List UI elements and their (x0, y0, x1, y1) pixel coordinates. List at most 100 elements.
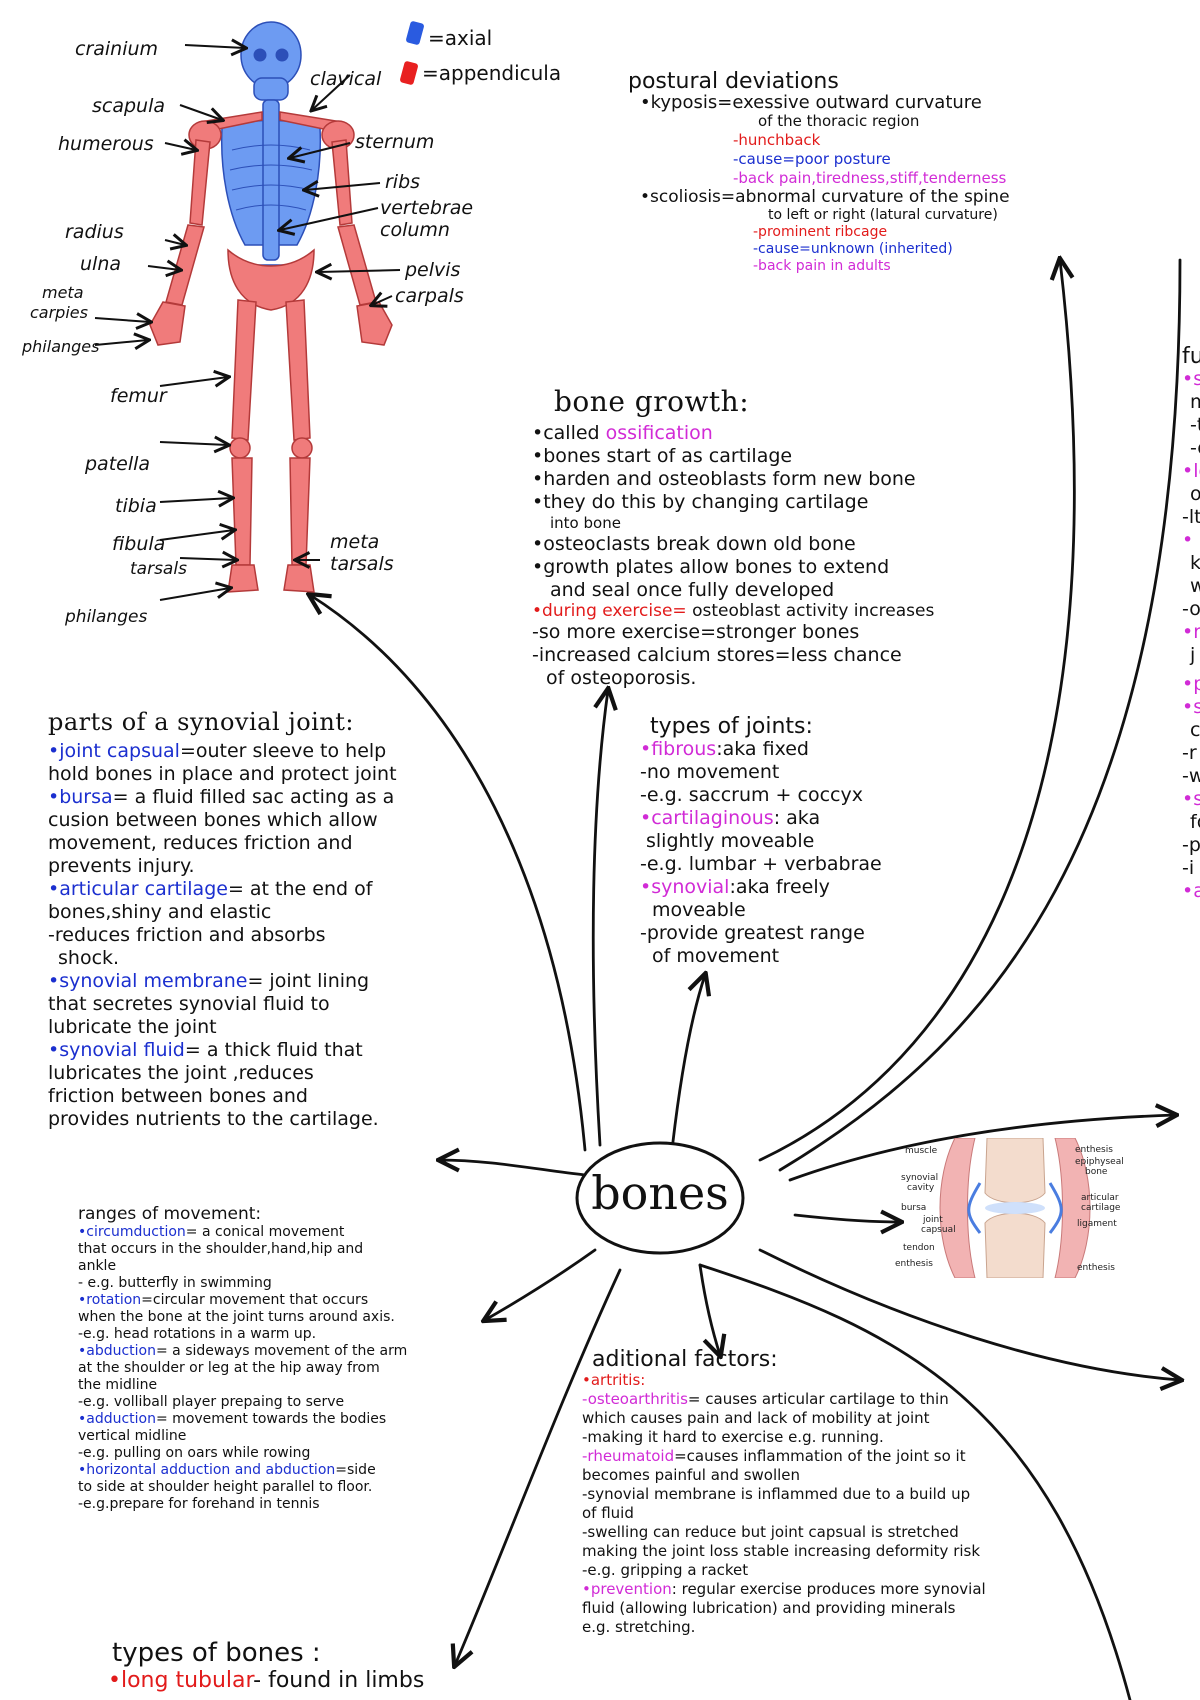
scoliosis-line-2: to left or right (latural curvature) (768, 207, 998, 223)
kyphosis-line-2: of the thoracic region (758, 112, 920, 130)
jd-tendon: tendon (903, 1243, 935, 1253)
circumduction-def: = a conical movement (185, 1224, 345, 1240)
prevention-def: : regular exercise produces more synovia… (671, 1580, 986, 1598)
joint-bone-bottom (984, 1212, 1046, 1278)
skeleton-diagram: crainium clavical scapula humerous stern… (21, 21, 560, 627)
jd-articular-1: articular (1081, 1193, 1119, 1203)
circumduction-example: - e.g. butterfly in swimming (78, 1275, 272, 1291)
fluid-def-4: provides nutrients to the cartilage. (48, 1108, 379, 1130)
membrane-def-3: lubricate the joint (48, 1016, 217, 1038)
ranges-title: ranges of movement: (78, 1204, 262, 1224)
jd-joint-2: capsual (921, 1225, 956, 1235)
bursa-def: = a fluid filled sac acting as a (112, 786, 395, 808)
fluid-term: •synovial fluid (48, 1039, 185, 1061)
connector-to-right-lower (758, 1248, 1180, 1380)
adduction-example: -e.g. pulling on oars while rowing (78, 1445, 311, 1461)
femur-left (231, 299, 257, 441)
rheumatoid-term: -rheumatoid (582, 1447, 675, 1465)
growth-line-3: •harden and osteoblasts form new bone (532, 468, 916, 490)
scoliosis-line: •scoliosis=abnormal curvature of the spi… (640, 187, 1010, 207)
jd-ligament: ligament (1077, 1219, 1117, 1229)
membrane-def-2: that secretes synovial fluid to (48, 993, 330, 1015)
label-phalanges-hand: philanges (21, 337, 99, 356)
edge-21: -pl (1182, 834, 1200, 856)
axial-bones (220, 21, 322, 293)
pelvis-bone (227, 248, 315, 311)
right-edge-clipped-content: fu •si m -t -o •le ol -lt • k w -o •r j … (1100, 0, 1200, 1700)
foot-right (283, 564, 315, 593)
connector-to-types-bones (455, 1268, 622, 1665)
edge-7: -lt (1182, 506, 1200, 528)
bursa-def-2: cusion between bones which allow (48, 809, 378, 831)
muscle-right (1054, 1138, 1091, 1278)
label-phalanges-foot: philanges (64, 607, 147, 627)
forearm-right (337, 224, 377, 306)
abduction-def-2: at the shoulder or leg at the hip away f… (78, 1360, 380, 1376)
edge-20: fo (1190, 811, 1200, 833)
label-metacarpals-1: meta (42, 283, 84, 302)
center-node-label: bones (591, 1166, 729, 1220)
horizontal-term: •horizontal adduction and abduction (78, 1462, 336, 1478)
connector-to-right-mid (788, 1115, 1175, 1182)
edge-16: c (1190, 719, 1200, 741)
patella-right (291, 437, 313, 459)
long-tubular-term: •long tubular (108, 1668, 254, 1693)
jd-enthesis-left: enthesis (895, 1259, 933, 1269)
abduction-def-3: the midline (78, 1377, 158, 1393)
rheumatoid-def-3: -synovial membrane is inflammed due to a… (582, 1485, 971, 1503)
bone-growth-title: bone growth: (554, 385, 750, 418)
joint-cavity (985, 1202, 1045, 1214)
label-column: column (380, 219, 450, 241)
synovial-joint-diagram: muscle synovial cavity bursa joint capsu… (895, 1138, 1124, 1278)
horizontal-def: =side (335, 1462, 376, 1478)
label-patella: patella (84, 453, 150, 475)
label-humerus: humerous (58, 133, 154, 155)
edge-4: -o (1190, 437, 1200, 459)
rotation-term: •rotation (78, 1292, 142, 1308)
kyphosis-point-1: -hunchback (733, 131, 821, 149)
osteoarthritis-def: = causes articular cartilage to thin (687, 1390, 949, 1408)
kyphosis-point-2: -cause=poor posture (733, 150, 891, 168)
cartilaginous-term: •cartilaginous (640, 807, 774, 829)
label-tibia: tibia (115, 495, 157, 517)
bursa-term: •bursa (48, 786, 113, 808)
jd-epiphyseal-1: epiphyseal (1075, 1157, 1124, 1167)
connector-to-bone-growth (591, 690, 608, 1147)
connector-to-postural (758, 260, 1076, 1162)
humerus-left (189, 139, 211, 226)
connector-to-ranges (485, 1248, 597, 1320)
membrane-term: •synovial membrane (48, 970, 248, 992)
tibia-right (289, 457, 311, 566)
cartilaginous-def: : aka (773, 807, 821, 829)
bursa-def-4: prevents injury. (48, 855, 195, 877)
legend-appendicular-text: =appendicular (422, 61, 560, 85)
humerus-right (331, 139, 353, 226)
scoliosis-point-2: -cause=unknown (inherited) (753, 241, 953, 257)
connector-to-synovial (440, 1160, 587, 1177)
edge-1: •si (1182, 368, 1200, 390)
fluid-def: = a thick fluid that (184, 1039, 363, 1061)
postural-deviations-section: postural deviations •kyposis=exessive ou… (628, 70, 1010, 275)
edge-6: ol (1190, 483, 1200, 505)
edge-fu: fu (1182, 344, 1200, 369)
abduction-example: -e.g. volliball player prepaing to serve (78, 1394, 345, 1410)
growth-line-1a: •called (532, 422, 606, 444)
edge-19: •s (1182, 788, 1200, 810)
scoliosis-point-3: -back pain in adults (753, 258, 891, 274)
edge-9: k (1190, 552, 1200, 574)
bursa-def-3: movement, reduces friction and (48, 832, 353, 854)
joints-title: types of joints: (650, 714, 813, 739)
hand-left (149, 301, 186, 346)
growth-line-2: •bones start of as cartilage (532, 445, 793, 467)
connector-to-right-bottom (698, 1263, 1132, 1700)
osteoarthritis-def-2: which causes pain and lack of mobility a… (582, 1409, 930, 1427)
growth-line-8: -so more exercise=stronger bones (532, 621, 860, 643)
growth-during-exercise: •during exercise= (532, 601, 687, 621)
label-ulna: ulna (80, 253, 121, 275)
osteoarthritis-def-3: -making it hard to exercise e.g. running… (582, 1428, 884, 1446)
adduction-def-2: vertical midline (78, 1428, 187, 1444)
connector-to-joint-diagram (793, 1215, 900, 1222)
connector-to-right-upper (778, 258, 1182, 1172)
fibrous-1: -no movement (640, 761, 780, 783)
prevention-example: e.g. stretching. (582, 1618, 696, 1636)
